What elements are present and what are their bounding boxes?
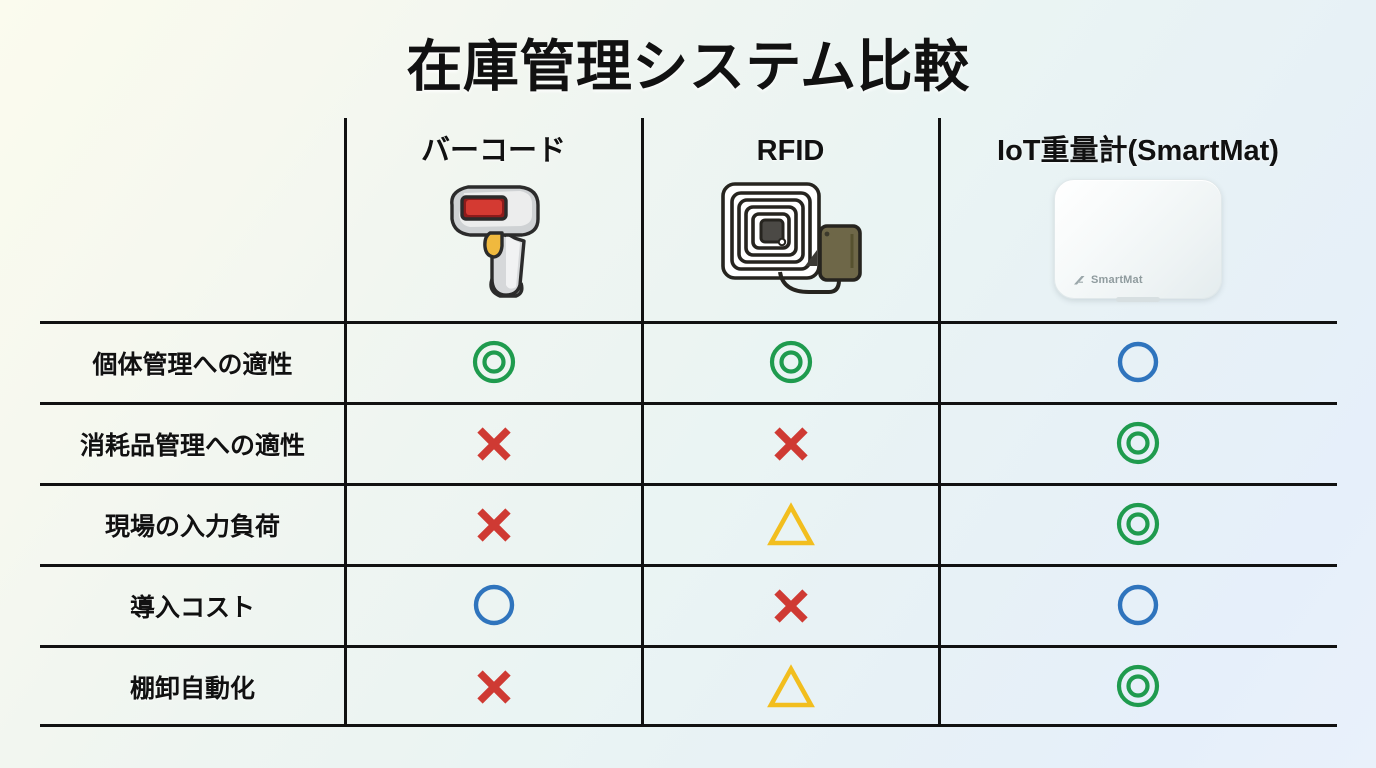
header-corner-cell <box>40 118 345 323</box>
cell-mark <box>939 485 1337 566</box>
cross-icon <box>466 416 522 472</box>
row-label: 個体管理への適性 <box>92 351 293 380</box>
rfid-tag-icon <box>642 173 939 305</box>
cell-mark <box>345 565 642 646</box>
smartmat-logo: SmartMat <box>1073 274 1143 286</box>
table-row: 棚卸自動化 <box>40 646 1337 727</box>
cell-mark <box>345 646 642 727</box>
row-label: 棚卸自動化 <box>129 674 255 703</box>
row-label: 現場の入力負荷 <box>104 512 280 541</box>
cell-mark <box>642 323 939 404</box>
table-header-row: バーコード <box>40 118 1337 323</box>
smartmat-logo-mark <box>1074 275 1085 285</box>
circle-icon <box>466 577 522 633</box>
cell-mark <box>939 323 1337 404</box>
smartmat-device-icon: SmartMat <box>939 173 1337 305</box>
barcode-scanner-icon <box>345 173 642 305</box>
cross-icon <box>466 497 522 553</box>
column-header-label: RFID <box>756 134 825 167</box>
triangle-icon <box>763 497 819 553</box>
cell-mark <box>642 485 939 566</box>
double-circle-icon <box>466 334 522 390</box>
double-circle-icon <box>1110 496 1166 552</box>
table-row: 消耗品管理への適性 <box>40 404 1337 485</box>
cross-icon <box>763 416 819 472</box>
table-row: 現場の入力負荷 <box>40 485 1337 566</box>
cell-mark <box>345 323 642 404</box>
cell-mark <box>642 565 939 646</box>
cell-mark <box>939 404 1337 485</box>
cell-mark <box>642 404 939 485</box>
page-title: 在庫管理システム比較 <box>406 35 970 98</box>
column-header-smartmat: IoT重量計(SmartMat) SmartMat <box>939 118 1337 323</box>
row-label: 消耗品管理への適性 <box>79 432 305 461</box>
comparison-table-wrapper: バーコード <box>40 118 1337 727</box>
smartmat-logo-text: SmartMat <box>1091 274 1143 287</box>
cell-mark <box>939 646 1337 727</box>
cell-mark <box>345 404 642 485</box>
column-header-rfid: RFID <box>642 118 939 323</box>
circle-icon <box>1110 334 1166 390</box>
circle-icon <box>1110 577 1166 633</box>
cross-icon <box>466 659 522 715</box>
table-row: 個体管理への適性 <box>40 323 1337 404</box>
cell-mark <box>642 646 939 727</box>
cross-icon <box>763 578 819 634</box>
column-header-barcode: バーコード <box>345 118 642 323</box>
comparison-table: バーコード <box>40 118 1337 727</box>
triangle-icon <box>763 659 819 715</box>
column-header-label: IoT重量計(SmartMat) <box>997 134 1279 167</box>
column-header-label: バーコード <box>420 134 566 167</box>
double-circle-icon <box>1110 415 1166 471</box>
cell-mark <box>345 485 642 566</box>
double-circle-icon <box>1110 658 1166 714</box>
table-row: 導入コスト <box>40 565 1337 646</box>
smartmat-body: SmartMat <box>1054 179 1222 300</box>
cell-mark <box>939 565 1337 646</box>
double-circle-icon <box>763 334 819 390</box>
row-label: 導入コスト <box>129 593 255 622</box>
